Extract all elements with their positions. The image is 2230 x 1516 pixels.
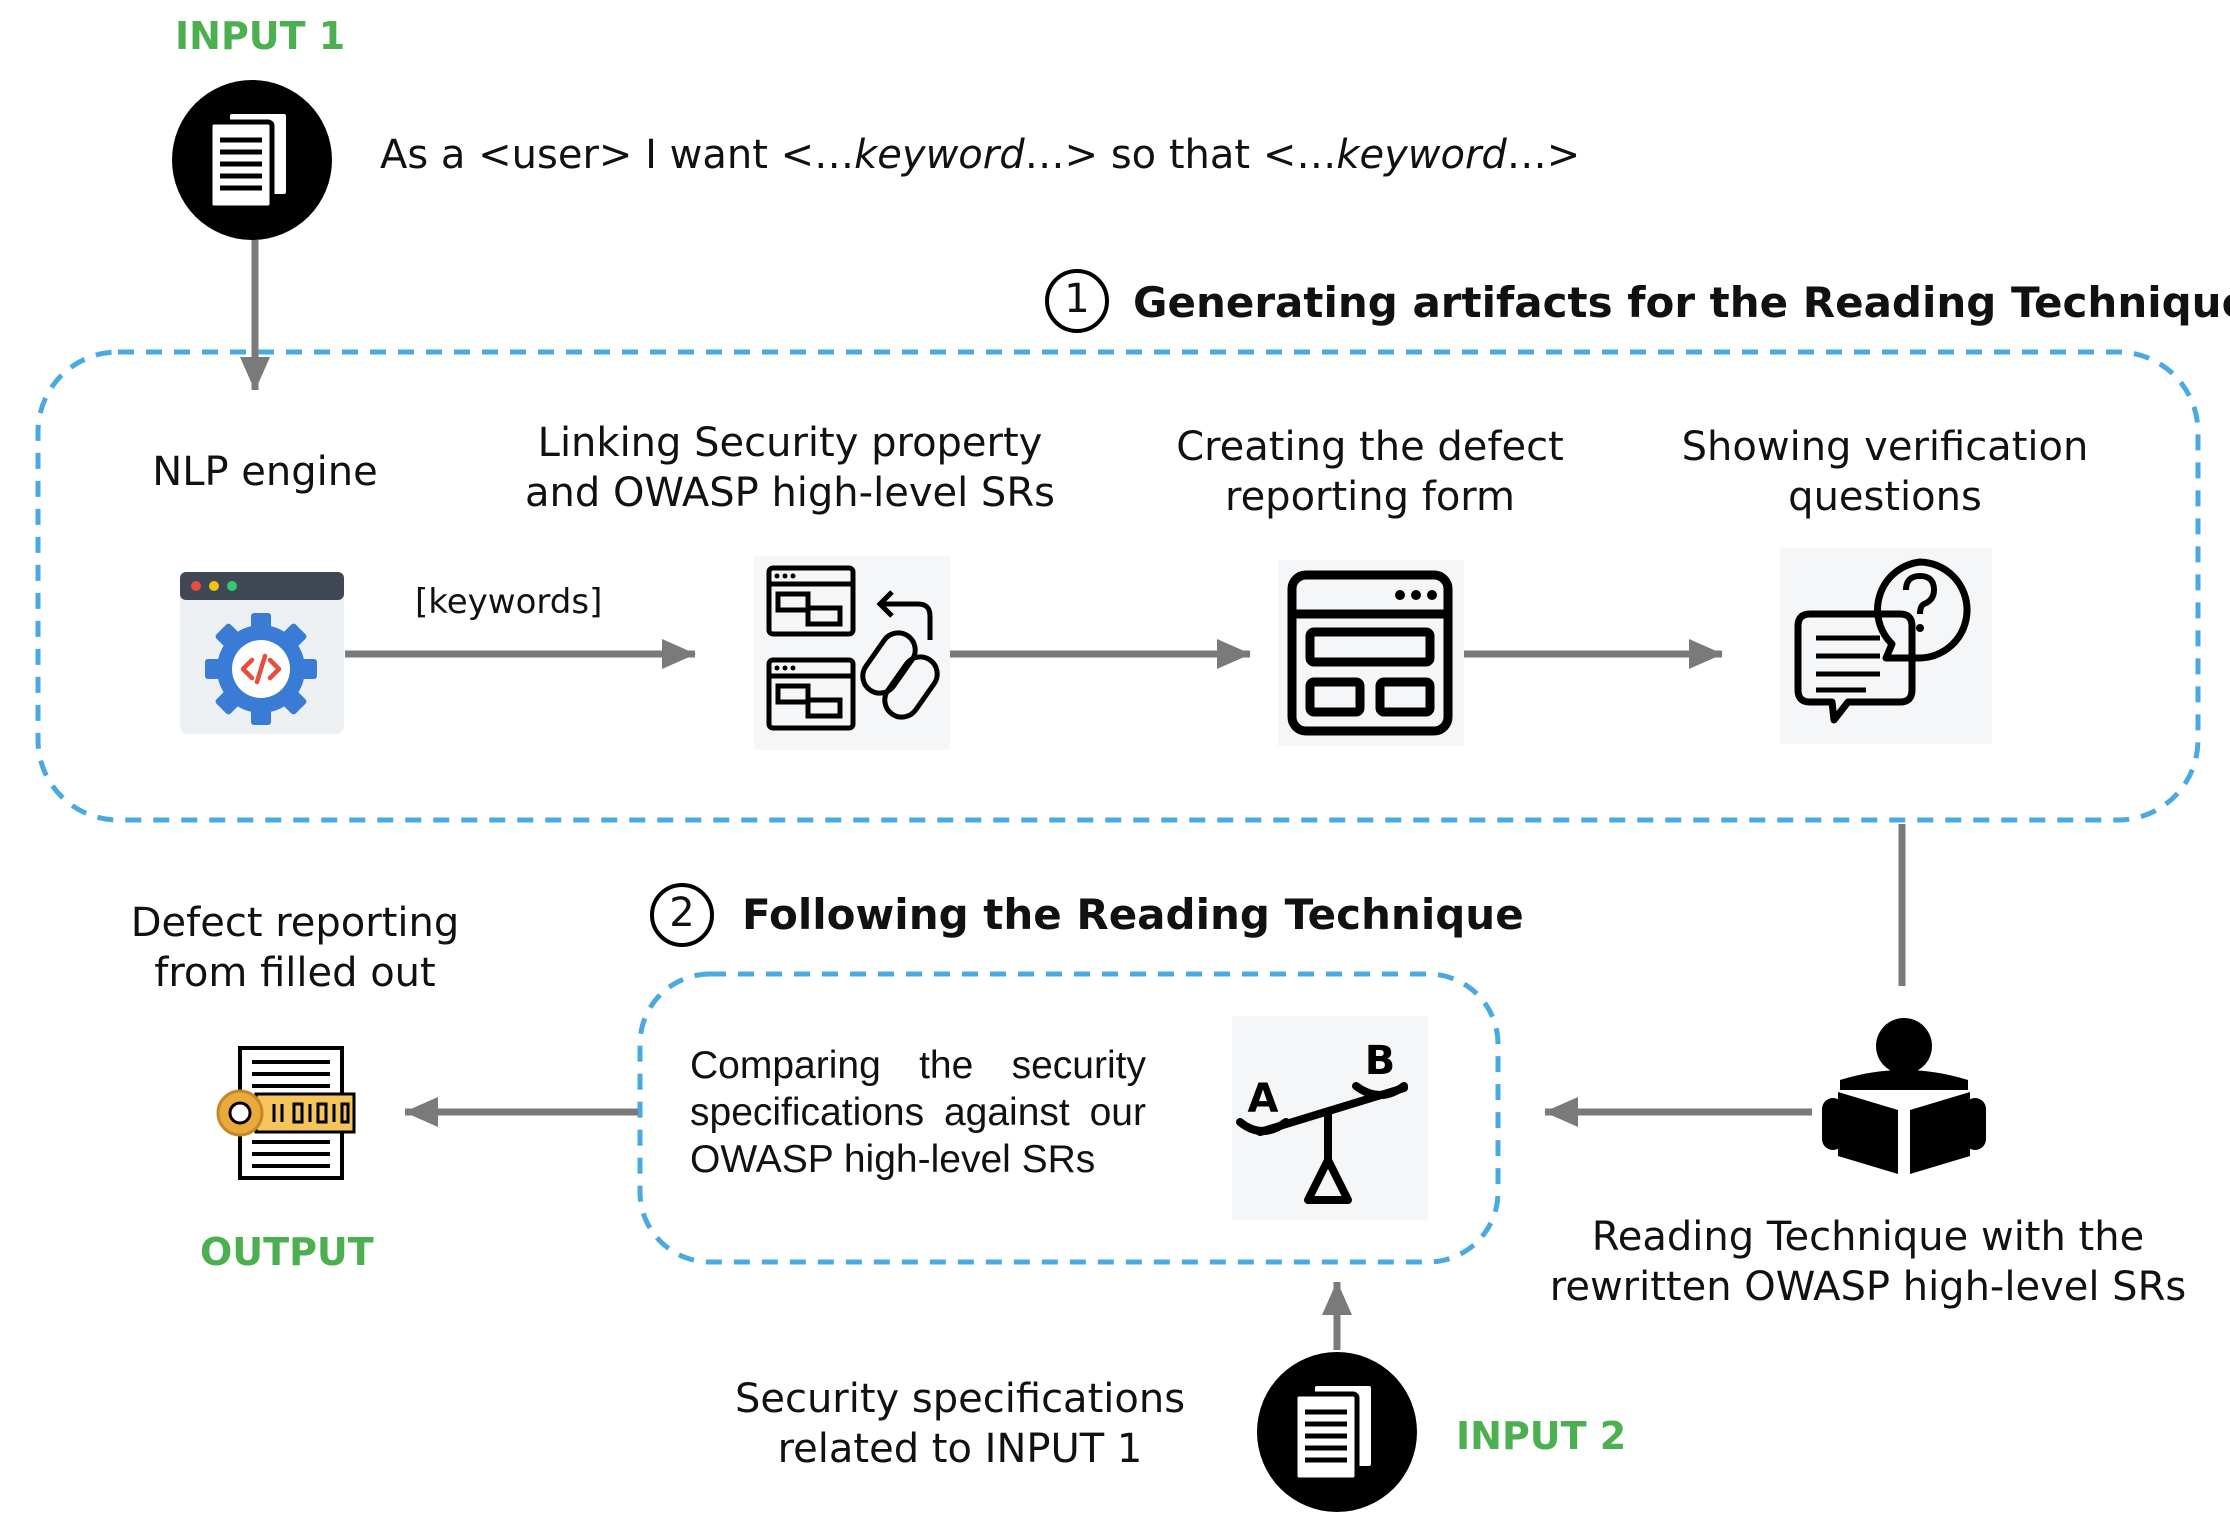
reader-person-book-icon: [1822, 1018, 1986, 1174]
step2-number: 2: [669, 890, 695, 936]
linking-label-line1: Linking Security property: [537, 420, 1043, 466]
output-description: Defect reporting from filled out: [100, 898, 490, 998]
input2-description-line2: related to INPUT 1: [777, 1426, 1143, 1472]
step1-container: [35, 349, 2201, 823]
comparing-line1: Comparing the security: [690, 1042, 1146, 1089]
comparing-line2: specifications against our: [690, 1089, 1146, 1136]
output-filled-form-icon: [216, 1046, 356, 1180]
linking-label: Linking Security property and OWASP high…: [490, 418, 1090, 518]
reading-label-line1: Reading Technique with the: [1591, 1214, 2145, 1260]
scale-letter-b: B: [1365, 1038, 1396, 1084]
step1-title: Generating artifacts for the Reading Tec…: [1133, 278, 2230, 327]
output-description-line2: from filled out: [154, 950, 436, 996]
keywords-edge-label: [keywords]: [415, 582, 603, 622]
output-label: OUTPUT: [200, 1230, 374, 1274]
balance-scale-icon: A B: [1232, 1016, 1428, 1220]
reading-label-line2: rewritten OWASP high-level SRs: [1549, 1264, 2187, 1310]
user-story-template: As a <user> I want <…keyword…> so that <…: [380, 132, 1580, 178]
statement-keyword-1: keyword: [854, 132, 1025, 178]
step2-container: [637, 971, 1501, 1265]
step2-title: Following the Reading Technique: [742, 890, 1524, 939]
questions-label-line1: Showing verification: [1681, 424, 2089, 470]
form-label: Creating the defect reporting form: [1110, 422, 1630, 522]
statement-keyword-2: keyword: [1336, 132, 1507, 178]
comparing-word: against: [943, 1091, 1070, 1134]
input2-description: Security specifications related to INPUT…: [710, 1374, 1210, 1474]
questions-label: Showing verification questions: [1625, 422, 2145, 522]
linking-label-line2: and OWASP high-level SRs: [525, 470, 1055, 516]
input2-document-icon: [1257, 1352, 1417, 1512]
comparing-word: specifications: [690, 1091, 925, 1134]
statement-part2: …> so that <…: [1024, 132, 1337, 178]
nlp-engine-gear-code-icon: [180, 572, 344, 734]
comparing-word: security: [1011, 1044, 1146, 1087]
input2-description-line1: Security specifications: [734, 1376, 1186, 1422]
comparing-word: our: [1089, 1091, 1146, 1134]
step1-number-circle: [1045, 269, 1109, 333]
input1-label: INPUT 1: [175, 14, 346, 58]
comparing-word: the: [919, 1044, 974, 1087]
comparing-line3: OWASP high-level SRs: [690, 1138, 1096, 1181]
form-label-line2: reporting form: [1225, 474, 1515, 520]
comparing-word: Comparing: [690, 1044, 881, 1087]
input1-document-icon: [172, 80, 332, 240]
nlp-engine-label: NLP engine: [152, 449, 378, 495]
input2-label: INPUT 2: [1456, 1414, 1627, 1458]
verification-questions-chat-icon: [1780, 548, 1992, 744]
statement-part1: As a <user> I want <…: [380, 132, 855, 178]
reading-technique-label: Reading Technique with the rewritten OWA…: [1528, 1212, 2208, 1312]
questions-label-line2: questions: [1788, 474, 1982, 520]
defect-form-window-icon: [1278, 560, 1464, 746]
form-label-line1: Creating the defect: [1176, 424, 1564, 470]
comparing-text: Comparing the security specifications ag…: [690, 1042, 1146, 1183]
statement-part3: …>: [1506, 132, 1581, 178]
scale-letter-a: A: [1248, 1076, 1279, 1122]
step2-number-circle: [650, 883, 714, 947]
step1-number: 1: [1064, 276, 1090, 322]
linking-windows-chain-icon: [754, 556, 950, 750]
output-description-line1: Defect reporting: [130, 900, 460, 946]
